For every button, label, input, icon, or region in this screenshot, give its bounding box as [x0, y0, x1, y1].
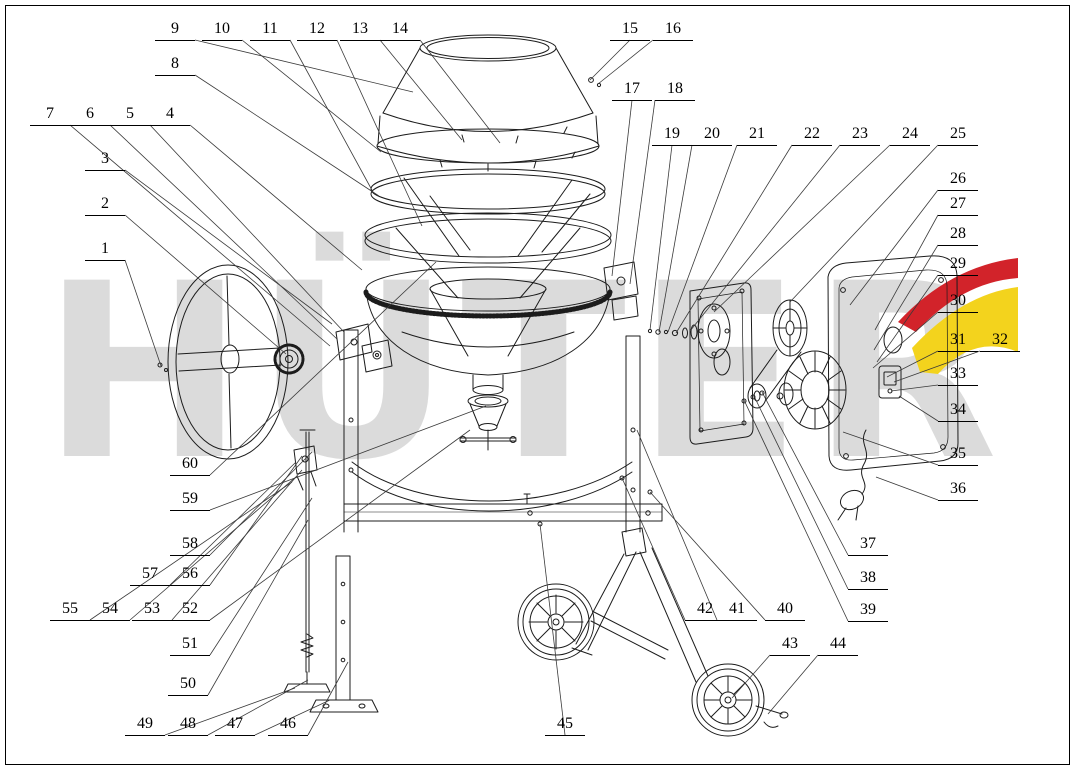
axle-pin — [755, 705, 789, 728]
drum-cone — [376, 34, 600, 172]
support-stand — [309, 555, 379, 713]
frame-column-left — [335, 323, 393, 533]
hand-wheel — [157, 264, 289, 460]
drawbar-stand — [571, 527, 709, 683]
frame-column-right — [603, 261, 653, 533]
motor — [776, 350, 847, 430]
drum-funnel-parts — [459, 374, 517, 451]
drive-sprocket — [273, 343, 305, 375]
power-switch — [878, 365, 902, 399]
tension-rod — [283, 429, 331, 693]
mixing-drum — [363, 266, 613, 376]
ring-band-lower — [364, 212, 612, 299]
cross-beam — [343, 461, 663, 527]
pulley — [772, 299, 808, 357]
power-cord-plug — [837, 429, 868, 521]
wheel-left — [517, 583, 595, 661]
cone-fasteners — [588, 77, 602, 88]
wheel-right — [691, 663, 765, 737]
